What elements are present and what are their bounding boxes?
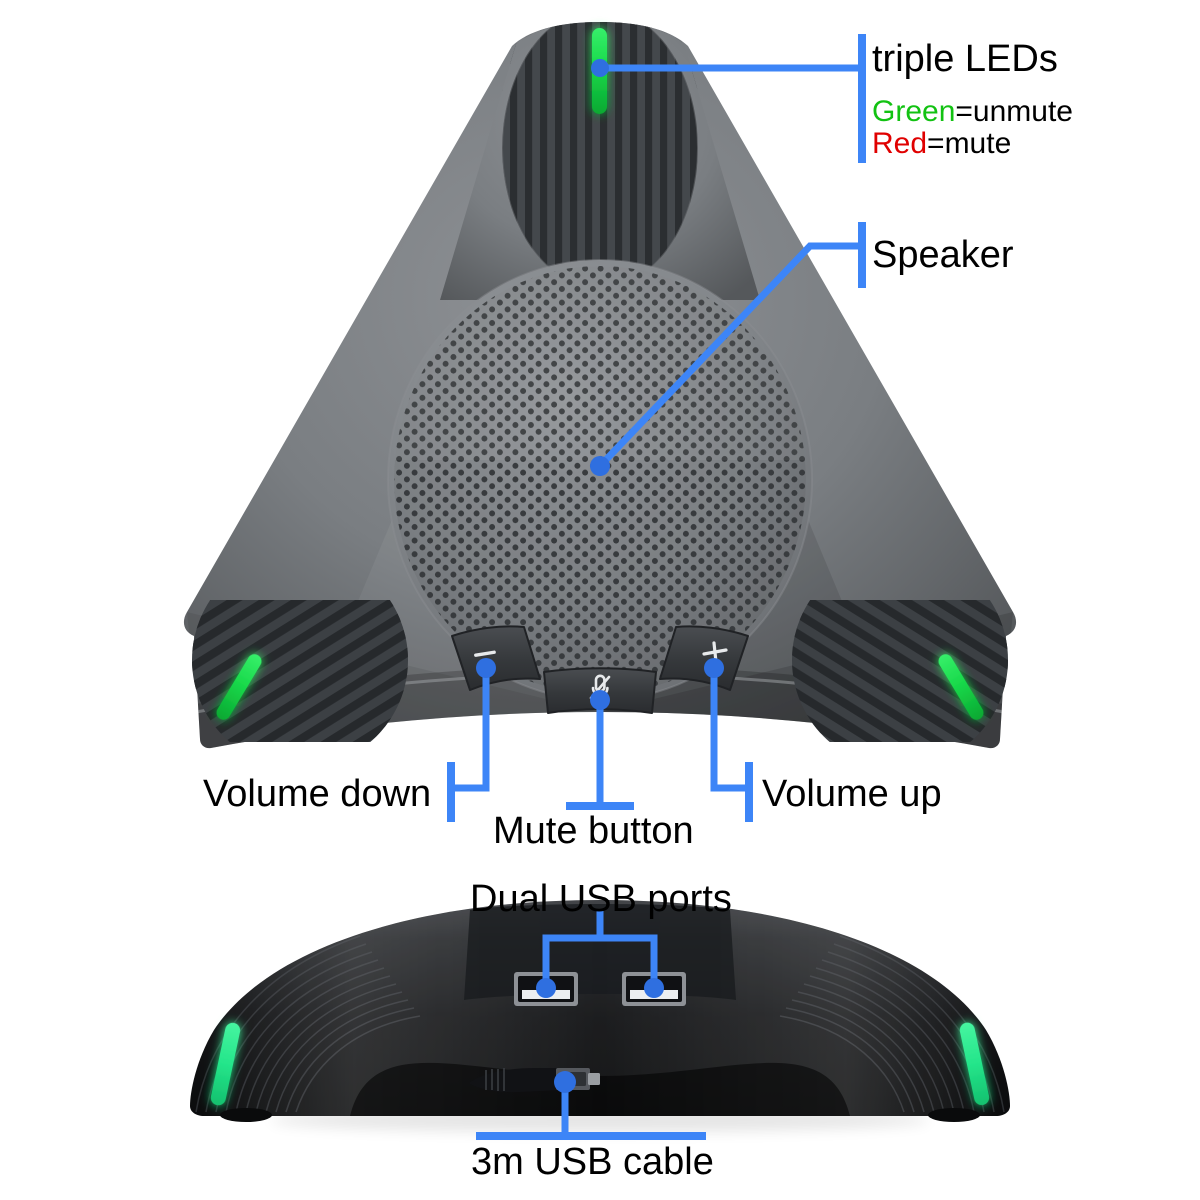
callout-lines	[447, 34, 866, 1140]
speakerphone-top-view	[183, 22, 1017, 749]
label-speaker: Speaker	[872, 234, 1014, 276]
callout-speaker	[590, 222, 866, 476]
red-keyword: Red	[872, 127, 928, 160]
callout-volume-up	[704, 658, 753, 822]
right-arm-grille	[792, 600, 1008, 742]
label-triple-leds-red-note: Red=mute	[872, 128, 1011, 159]
speaker-grille	[387, 259, 813, 701]
left-arm-led	[216, 654, 262, 720]
callout-usb-cable	[476, 1071, 706, 1140]
label-volume-down: Volume down	[203, 773, 432, 815]
speakerphone-side-view	[190, 900, 1010, 1132]
side-led-left	[210, 1022, 241, 1106]
left-arm-grille	[192, 600, 408, 742]
right-arm-led	[938, 654, 984, 720]
callout-dual-usb	[536, 910, 664, 998]
label-triple-leds-green-note: Green=unmute	[872, 96, 1073, 127]
green-note-rest: =unmute	[955, 95, 1073, 128]
label-triple-leds: triple LEDs	[872, 38, 1058, 80]
red-note-rest: =mute	[927, 127, 1012, 160]
label-volume-up: Volume up	[762, 773, 942, 815]
side-led-right	[959, 1022, 990, 1106]
callout-mute-button	[566, 690, 634, 810]
label-usb-cable: 3m USB cable	[471, 1141, 714, 1183]
green-keyword: Green	[872, 95, 956, 128]
label-mute-button: Mute button	[493, 810, 694, 852]
label-dual-usb-ports: Dual USB ports	[470, 878, 732, 920]
callout-volume-down	[447, 658, 496, 822]
callout-triple-leds	[591, 34, 866, 163]
